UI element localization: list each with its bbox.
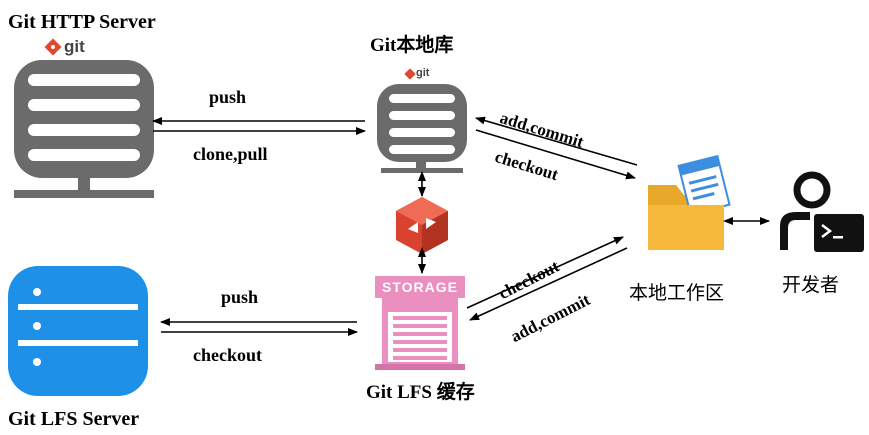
developer-icon <box>780 171 864 252</box>
git-lfs-cache-title: Git LFS 缓存 <box>366 382 475 403</box>
folder-icon <box>648 154 731 250</box>
local-workspace-label: 本地工作区 <box>629 282 725 304</box>
git-http-server-icon <box>14 60 154 198</box>
top-clone-pull-label: clone,pull <box>193 144 268 164</box>
git-local-repo-title: Git本地库 <box>370 36 453 55</box>
storage-sign: STORAGE <box>382 279 458 295</box>
git-lfs-server-icon <box>8 266 148 396</box>
git-logo-small-text: git <box>416 67 430 79</box>
lfs-storage-icon <box>375 276 465 370</box>
bottom-checkout-label: checkout <box>193 345 262 365</box>
lfs-package-icon <box>396 197 448 254</box>
git-local-repo-icon <box>377 84 467 173</box>
git-logo-small-icon <box>404 68 416 80</box>
git-logo-icon <box>44 38 62 56</box>
top-push-label: push <box>209 87 247 107</box>
git-lfs-server-title: Git LFS Server <box>8 408 140 430</box>
bottom-push-label: push <box>221 287 259 307</box>
git-logo-text: git <box>64 37 85 56</box>
git-local-repo-label: Git本地库 <box>370 35 454 56</box>
developer-label: 开发者 <box>782 274 840 296</box>
git-http-server-title: Git HTTP Server <box>8 11 156 33</box>
arrow-lines <box>152 116 770 336</box>
